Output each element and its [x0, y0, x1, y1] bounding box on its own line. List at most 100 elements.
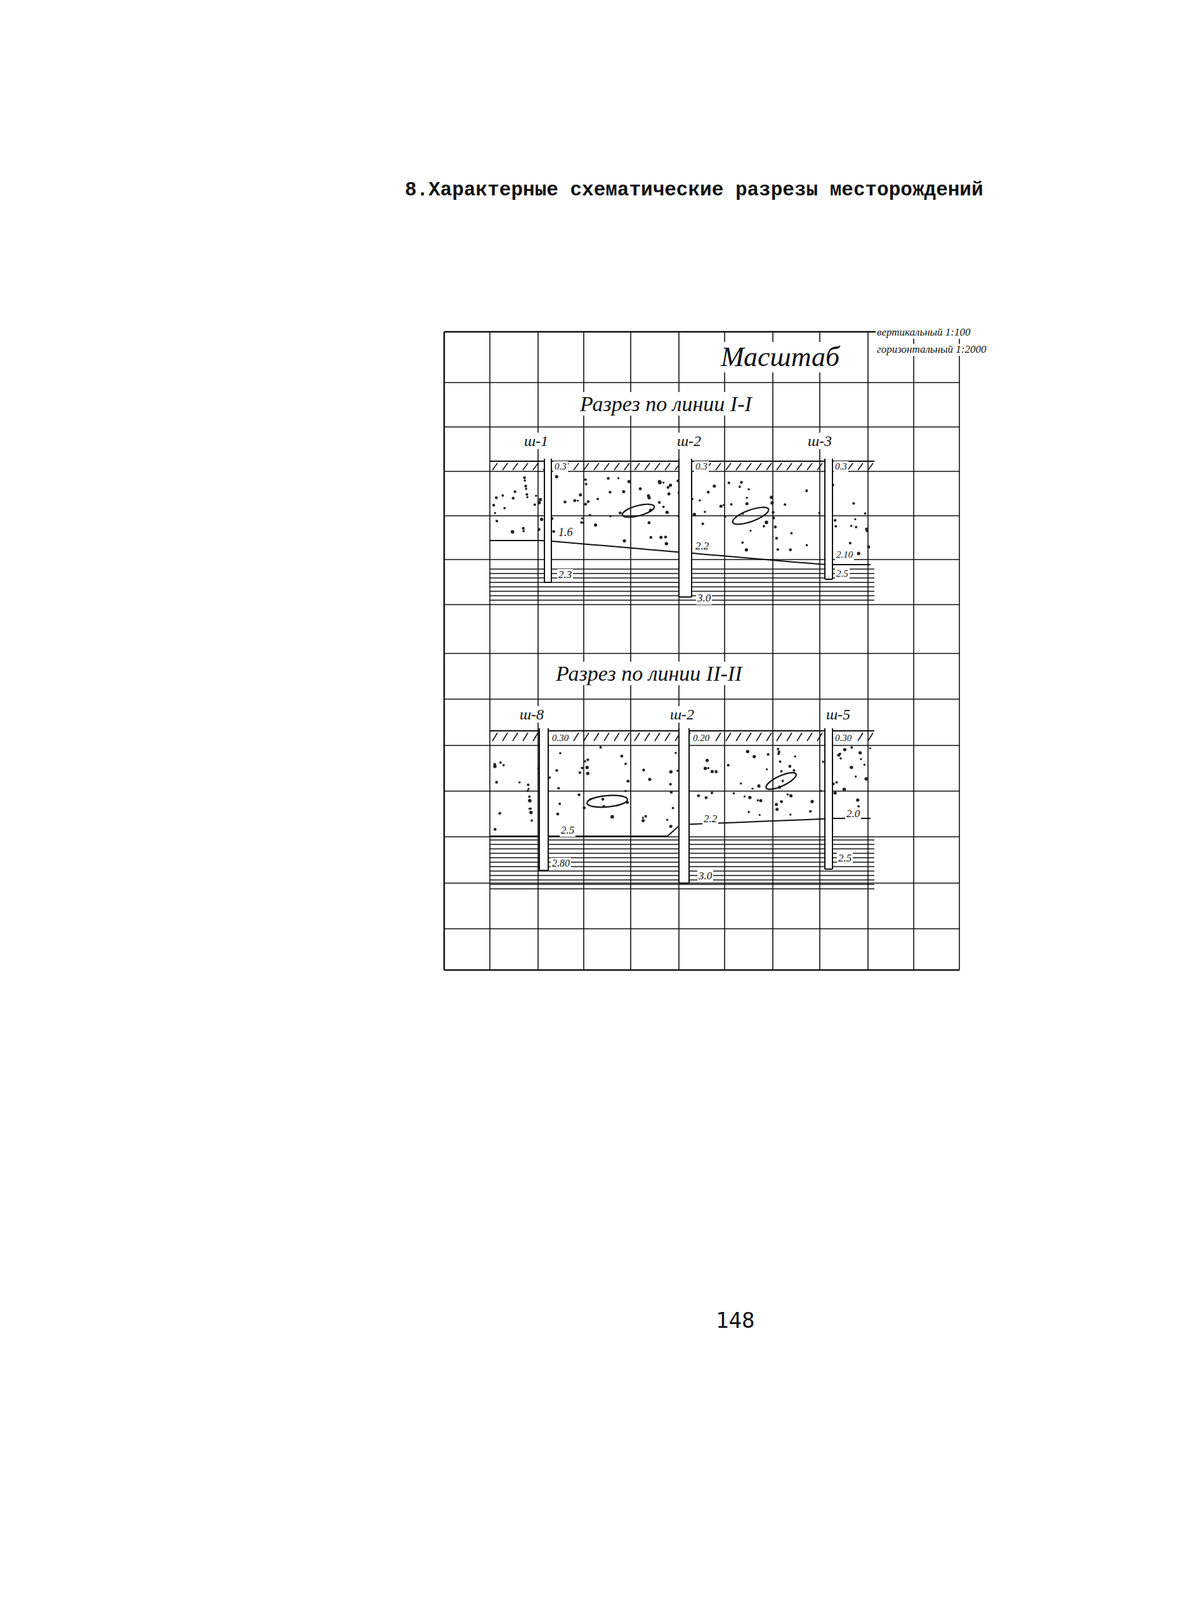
sand-dot [857, 805, 860, 808]
grid-line [444, 744, 960, 746]
sand-dot [579, 521, 583, 525]
sand-dot [857, 552, 861, 556]
sand-dot [586, 758, 589, 761]
scale-heading: Масштаб [719, 342, 841, 373]
depth-mark: 2.10 [835, 549, 855, 561]
soil-hatch [857, 732, 863, 742]
shaft-bottom [544, 581, 552, 584]
sand-dot [863, 763, 866, 766]
grid-line [444, 969, 960, 972]
sand-dot [527, 788, 530, 790]
sand-dot [522, 476, 526, 480]
grid-line [537, 331, 539, 971]
sand-dot [848, 541, 852, 545]
sand-dot [810, 800, 814, 804]
soil-hatch [644, 463, 650, 471]
sand-dot [738, 485, 742, 488]
sand-dot [864, 777, 869, 782]
sand-dot [584, 478, 587, 481]
sand-dot [559, 752, 562, 756]
sand-dot [869, 747, 872, 750]
soil-hatch [654, 732, 660, 742]
sand-dot [756, 784, 761, 788]
grid-line [867, 331, 869, 971]
lens [730, 503, 771, 528]
sand-dot [730, 503, 733, 506]
sand-dot [530, 819, 533, 822]
sand-dot [746, 749, 750, 754]
sand-dot [805, 544, 809, 547]
sand-dot [669, 824, 673, 829]
soil-hatch [756, 732, 762, 742]
depth-mark: 0.3 [694, 461, 709, 473]
grid-line [819, 331, 821, 971]
soil-hatch [736, 732, 742, 742]
sand-dot [523, 479, 527, 483]
sand-dot [727, 763, 730, 767]
soil-hatch [492, 732, 498, 742]
sand-dot [859, 758, 862, 761]
sand-dot [854, 526, 858, 529]
sand-dot [593, 523, 598, 527]
depth-mark: 2.5 [836, 852, 853, 865]
sand-dot [779, 800, 783, 804]
sand-dot [558, 802, 561, 806]
sand-dot [780, 770, 783, 773]
sand-dot [601, 798, 605, 802]
sand-dot [494, 496, 499, 500]
clay-line [489, 599, 875, 601]
soil-hatch [766, 463, 772, 471]
grid-line [723, 331, 726, 971]
sand-dot [788, 548, 792, 552]
sand-dot [833, 791, 837, 795]
soil-hatch [604, 732, 610, 742]
grid-line [772, 331, 774, 971]
sand-dot [744, 548, 749, 552]
sand-dot [836, 753, 841, 757]
depth-mark: 2.3 [557, 569, 573, 582]
scale-note: вертикальный 1:100 [875, 326, 973, 339]
sand-dot [710, 770, 714, 774]
sand-dot [641, 819, 645, 823]
sand-dot [747, 810, 750, 814]
sand-dot [647, 496, 652, 500]
shaft-wall [831, 728, 834, 870]
sand-dot [599, 746, 603, 749]
soil-hatch [522, 463, 528, 471]
sand-dot [777, 752, 780, 756]
soil-hatch [715, 463, 721, 471]
sand-dot [555, 769, 558, 772]
sand-dot [618, 511, 622, 515]
sand-dot [692, 512, 697, 516]
shaft-wall [547, 728, 549, 871]
sand-dot [821, 760, 825, 764]
soil-hatch [624, 463, 630, 471]
sand-dot [668, 483, 672, 487]
sand-dot [762, 525, 766, 528]
shaft-wall [678, 458, 680, 598]
soil-hatch [857, 463, 863, 471]
sand-dot [835, 781, 839, 784]
depth-mark: 2.0 [845, 808, 862, 821]
sand-dot [557, 786, 560, 790]
grid-line [444, 698, 960, 700]
page-heading: 8.Характерные схематические разрезы мест… [403, 179, 985, 202]
depth-mark: 2.80 [550, 857, 572, 870]
sand-dot [751, 787, 754, 790]
sand-dot [627, 479, 631, 483]
sand-dot [552, 530, 556, 534]
sand-dot [527, 798, 532, 803]
shaft-wall [543, 458, 546, 583]
grid-line [444, 652, 960, 654]
grid-line [444, 426, 960, 428]
grid-line [444, 331, 876, 334]
sand-dot [584, 503, 587, 506]
grid-line [913, 331, 915, 971]
sand-dot [538, 498, 542, 502]
sand-dot [644, 815, 648, 818]
sand-dot [818, 512, 821, 514]
depth-mark: 2.2 [702, 813, 719, 826]
sand-dot [581, 517, 584, 520]
sand-dot [621, 490, 625, 494]
